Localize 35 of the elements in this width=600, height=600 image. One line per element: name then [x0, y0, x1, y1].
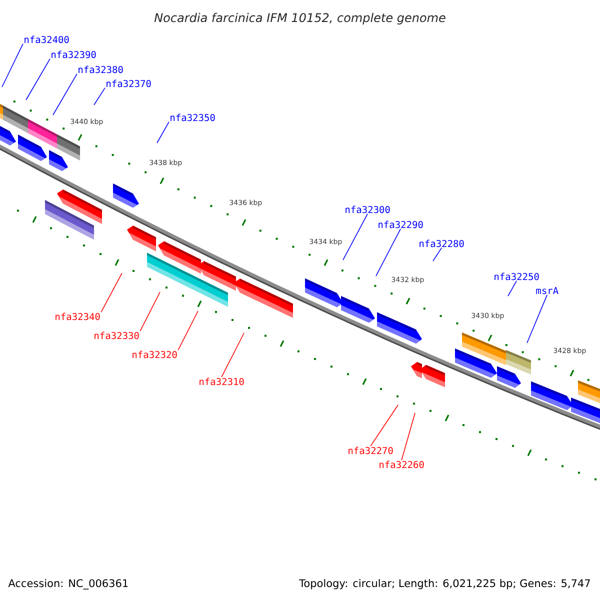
- leader-line: [508, 280, 517, 296]
- leader-line: [2, 43, 24, 88]
- leader-line: [376, 228, 401, 276]
- gene-label: nfa32390: [52, 50, 96, 58]
- gene-label: nfa32250: [494, 272, 539, 280]
- leader-line: [526, 294, 548, 344]
- leader-line: [221, 332, 244, 378]
- gene-label: nfa32280: [420, 240, 464, 248]
- gene-label: nfa32370: [106, 80, 151, 88]
- gene-label: nfa32260: [380, 460, 424, 468]
- footer-text: Topology: circular; Length: 6,021,225 bp; Genes: 5,747: [299, 579, 590, 590]
- leader-line: [100, 272, 122, 312]
- gene-label: nfa32310: [200, 378, 244, 386]
- leader-line: [370, 404, 398, 446]
- gene-label: nfa32300: [346, 206, 390, 214]
- leader-line: [342, 213, 368, 260]
- leader-line: [94, 87, 106, 106]
- gene-label: msrA: [536, 287, 558, 294]
- gene-label: nfa32330: [94, 332, 139, 340]
- leader-line: [401, 412, 416, 460]
- gene-label: nfa32380: [78, 66, 123, 74]
- gene-label: nfa32340: [56, 312, 100, 320]
- leader-line: [140, 292, 160, 332]
- gene-label: nfa32400: [24, 36, 69, 44]
- gene-label: nfa32270: [348, 446, 393, 454]
- footer-text: Accession: NC_006361: [8, 579, 128, 590]
- leader-line: [26, 58, 50, 100]
- gene-label: nfa32290: [378, 220, 423, 228]
- gene-label: nfa32350: [170, 114, 215, 122]
- leader-line: [52, 73, 78, 116]
- gene-label: nfa32320: [132, 350, 177, 358]
- title: Nocardia farcinica IFM 10152, complete genome: [154, 12, 446, 24]
- leader-line: [432, 247, 442, 262]
- leader-line: [178, 310, 198, 350]
- leader-line: [156, 121, 170, 144]
